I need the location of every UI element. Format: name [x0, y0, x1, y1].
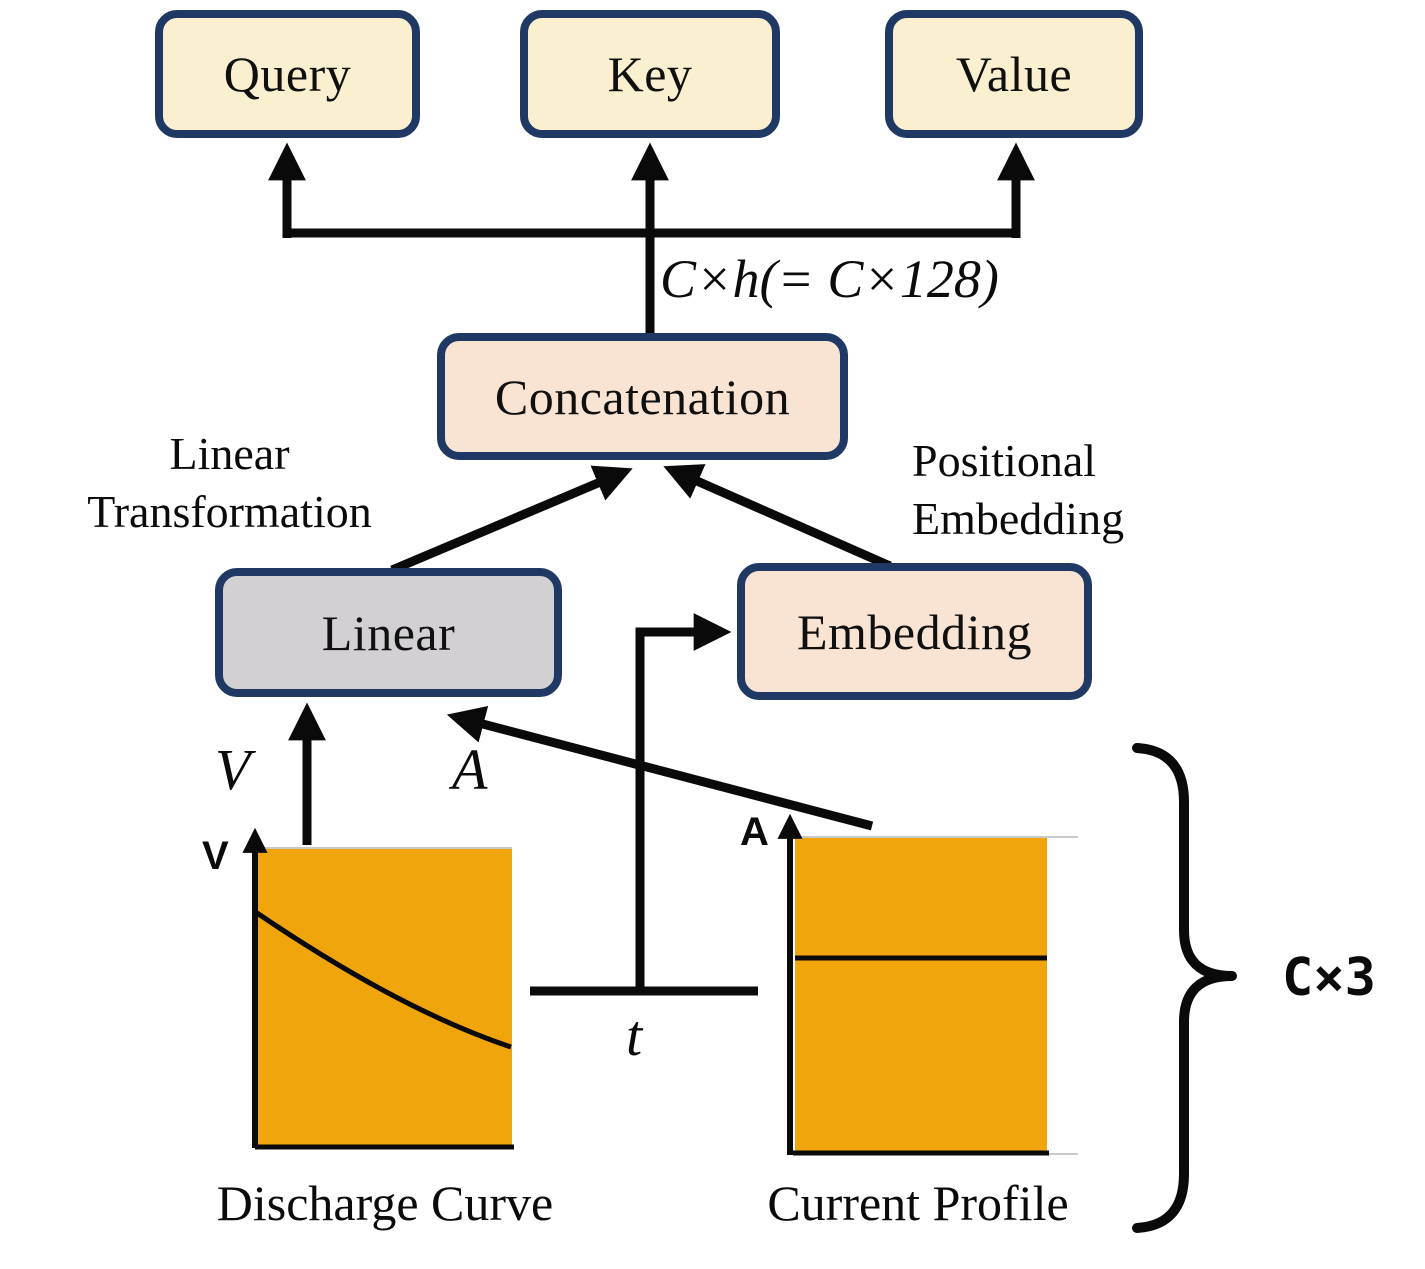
linear-box-label: Linear: [321, 604, 456, 661]
voltage-input-label: V: [215, 737, 251, 802]
discharge-curve-caption: Discharge Curve: [216, 1175, 554, 1231]
concatenation-box: Concatenation: [437, 333, 848, 460]
discharge-plot-area: [257, 848, 512, 1147]
linear-box: Linear: [215, 568, 562, 697]
dimension-top-label: C×h(= C×128): [660, 249, 999, 309]
current-y-axis-label: A: [740, 810, 769, 854]
arrow-current-to-linear: [446, 705, 874, 831]
dimension-right-label: C×3: [1282, 948, 1376, 1008]
linear-transformation-line2: Transformation: [87, 485, 372, 537]
concatenation-box-label: Concatenation: [494, 368, 791, 425]
arrow-linear-to-concatenation: [390, 465, 633, 575]
embedding-box: Embedding: [737, 563, 1092, 700]
embedding-box-label: Embedding: [796, 603, 1033, 660]
query-box: Query: [155, 10, 420, 138]
key-box: Key: [520, 10, 780, 138]
linear-transformation-label: Linear Transformation: [22, 425, 437, 541]
value-box: Value: [885, 10, 1143, 138]
positional-embedding-line1: Positional: [912, 435, 1097, 486]
positional-embedding-label: Positional Embedding: [912, 432, 1124, 548]
key-box-label: Key: [607, 46, 693, 102]
discharge-curve-line: [255, 910, 512, 1050]
time-axis-label: t: [626, 1003, 643, 1068]
arrow-embedding-to-concatenation: [663, 464, 892, 571]
current-input-label: A: [452, 737, 488, 802]
current-plot-area: [795, 838, 1047, 1153]
arrow-time-to-embedding: [635, 613, 732, 991]
positional-embedding-line2: Embedding: [912, 492, 1125, 544]
current-profile-caption: Current Profile: [767, 1175, 1069, 1231]
cx3-brace: [1132, 743, 1237, 1233]
linear-transformation-line1: Linear: [169, 428, 290, 479]
query-box-label: Query: [223, 46, 352, 102]
discharge-y-axis-label: V: [202, 834, 229, 878]
value-box-label: Value: [955, 46, 1073, 102]
